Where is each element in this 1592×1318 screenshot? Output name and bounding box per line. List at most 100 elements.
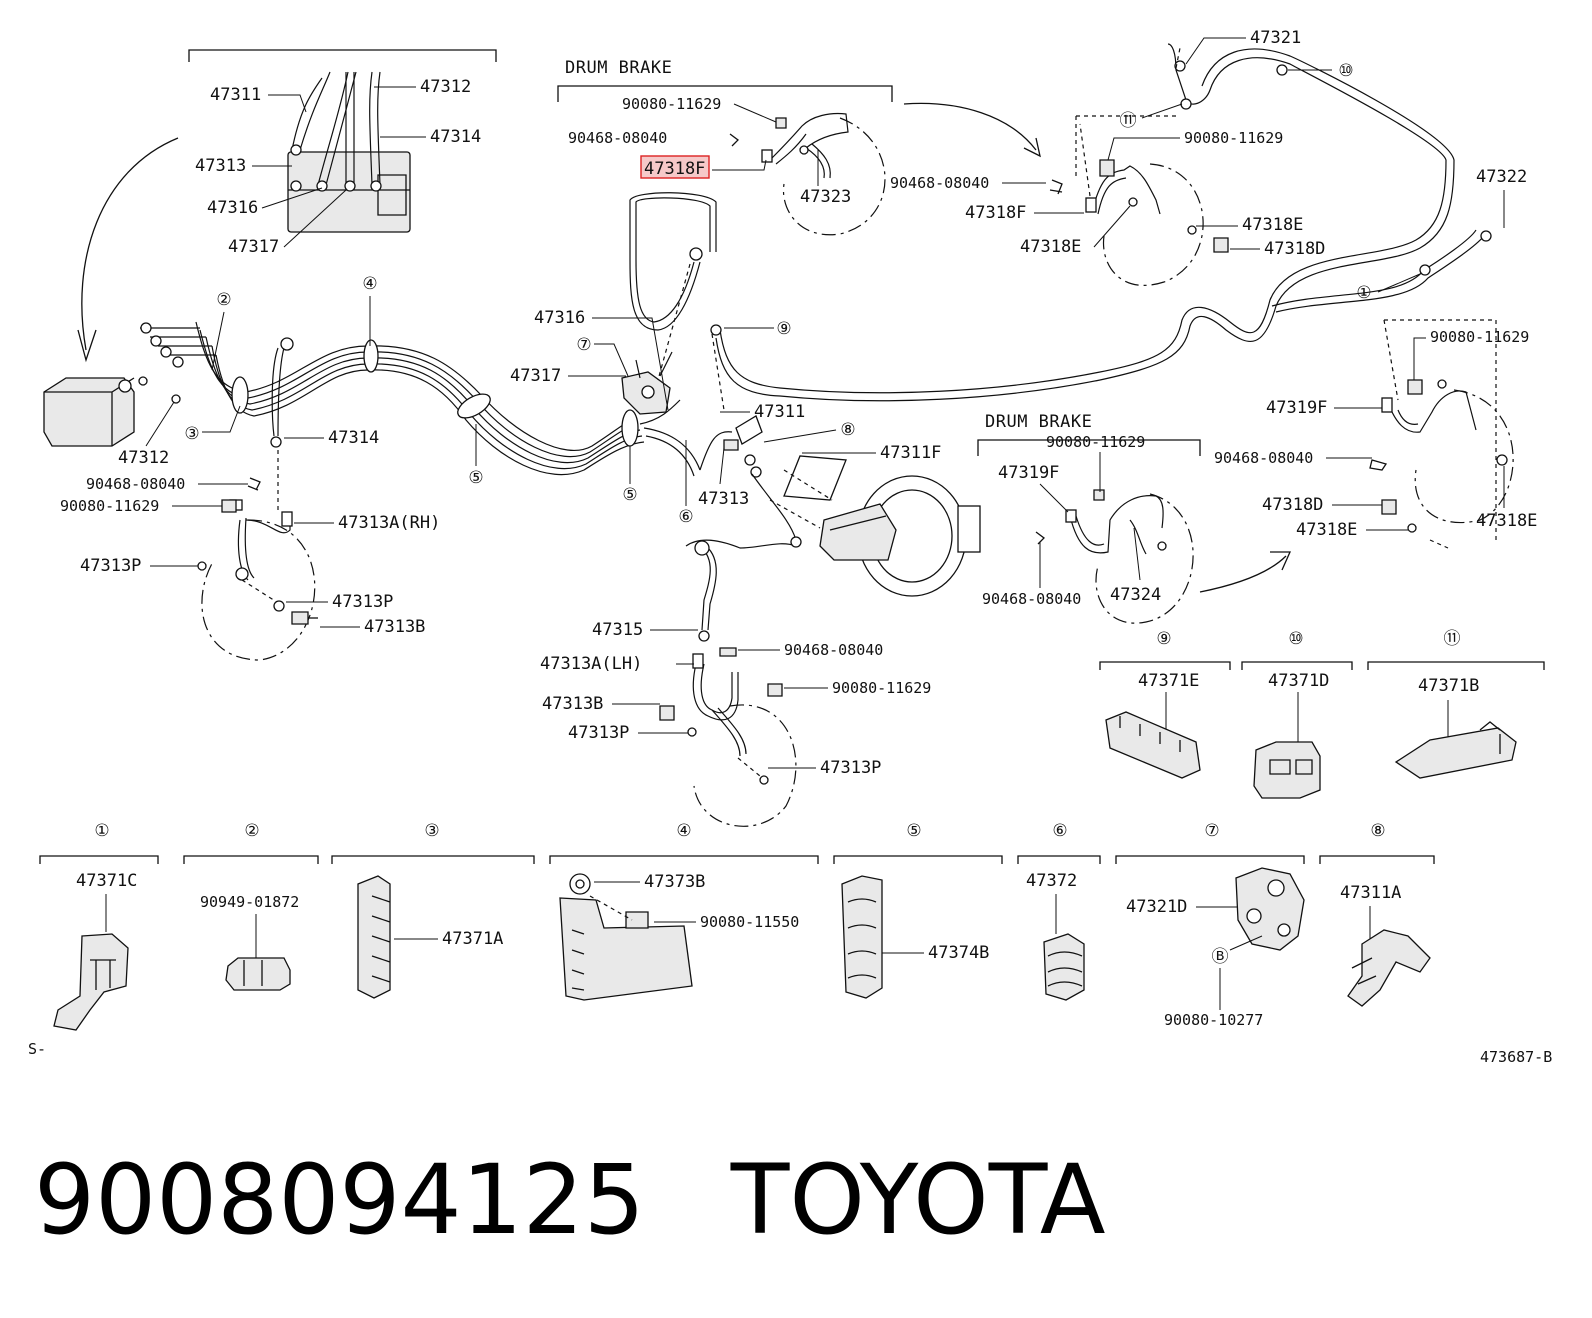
label-47313B-b: 47313B (542, 694, 603, 714)
drum-brake-title-middle: DRUM BRAKE (985, 412, 1092, 432)
label-47313-main: 47313 (698, 489, 749, 509)
callout-7: ⑦ (576, 335, 591, 355)
label-47313: 47313 (195, 156, 246, 176)
front-right-hose-assembly (197, 477, 318, 661)
label-90468-08040-c: 90468-08040 (86, 475, 185, 493)
callout-1-main: ① (1356, 283, 1371, 303)
label-90468-08040-a: 90468-08040 (568, 129, 667, 147)
label-90080-11629-e: 90080-11629 (1046, 433, 1145, 451)
highlight-47318F (640, 155, 710, 179)
rear-left-hose-assembly (1369, 319, 1514, 549)
callout-5-a: ⑤ (468, 468, 483, 488)
label-47374B: 47374B (928, 943, 989, 963)
callout-8-main: ⑧ (840, 420, 855, 440)
callout-2: ② (216, 290, 231, 310)
rear-right-drum (1049, 47, 1229, 286)
callout-10-detail: ⑩ (1288, 629, 1303, 649)
label-47311A: 47311A (1340, 883, 1401, 903)
callout-9-main: ⑨ (776, 319, 791, 339)
label-47318E-b2: 47318E (1242, 215, 1303, 235)
callout-4-detail: ④ (676, 821, 691, 841)
label-47371E: 47371E (1138, 671, 1199, 691)
brake-line-parts-diagram: 47311 47312 47314 47313 47316 47317 (28, 28, 1552, 1066)
label-47311F: 47311F (880, 443, 941, 463)
label-47318D-b: 47318D (1264, 239, 1325, 259)
label-47313P-b: 47313P (332, 592, 393, 612)
label-47371B: 47371B (1418, 676, 1479, 696)
callout-10-main: ⑩ (1338, 61, 1353, 81)
label-90468-08040-f: 90468-08040 (1214, 449, 1313, 467)
callout-3-detail: ③ (424, 821, 439, 841)
label-47312: 47312 (420, 77, 471, 97)
label-90468-08040-e: 90468-08040 (982, 590, 1081, 608)
label-47314-main: 47314 (328, 428, 379, 448)
label-47371C: 47371C (76, 871, 137, 891)
part-number-caption: 9008094125 TOYOTA (34, 1140, 1574, 1260)
label-90468-08040-d: 90468-08040 (784, 641, 883, 659)
label-90468-08040-b: 90468-08040 (890, 174, 989, 192)
callout-5-b: ⑤ (622, 485, 637, 505)
drum-brake-title-top: DRUM BRAKE (565, 58, 672, 78)
callout-9-detail: ⑨ (1156, 629, 1171, 649)
callout-11-detail: ⑪ (1444, 629, 1461, 649)
label-47373B: 47373B (644, 872, 705, 892)
label-47321D: 47321D (1126, 897, 1187, 917)
label-90080-11629-b: 90080-11629 (1184, 129, 1283, 147)
label-47318F-b: 47318F (965, 203, 1026, 223)
part-number: 9008094125 (34, 1144, 645, 1256)
label-90080-11550: 90080-11550 (700, 913, 799, 931)
label-47313P-a: 47313P (80, 556, 141, 576)
callout-3: ③ (184, 424, 199, 444)
brand-name: TOYOTA (730, 1144, 1106, 1256)
label-90080-11629-f: 90080-11629 (1430, 328, 1529, 346)
detail-row-bottom: ① 47371C ② 90949-01872 ③ 47371A ④ 47373B… (39, 821, 1435, 1031)
page-code-left: S- (28, 1040, 46, 1058)
front-left-hose-assembly (659, 539, 797, 827)
label-47319F-a: 47319F (998, 463, 1059, 483)
label-47316-main: 47316 (534, 308, 585, 328)
label-47314: 47314 (430, 127, 481, 147)
label-47311: 47311 (210, 85, 261, 105)
brake-booster (769, 455, 981, 597)
callout-4: ④ (362, 274, 377, 294)
label-90080-11629-a: 90080-11629 (622, 95, 721, 113)
callout-5-detail: ⑤ (906, 821, 921, 841)
callout-2-detail: ② (244, 821, 259, 841)
label-47311-main: 47311 (754, 402, 805, 422)
callout-7-detail: ⑦ (1204, 821, 1219, 841)
label-47371D: 47371D (1268, 671, 1329, 691)
label-47313P-d: 47313P (820, 758, 881, 778)
label-47318F-highlighted: 47318F (644, 159, 705, 179)
label-47318E-c2: 47318E (1476, 511, 1537, 531)
drum-brake-top: DRUM BRAKE (557, 58, 1041, 236)
label-47313A-LH: 47313A(LH) (540, 654, 642, 674)
label-90080-11629-d: 90080-11629 (832, 679, 931, 697)
abs-unit-inset: 47311 47312 47314 47313 47316 47317 (77, 49, 497, 363)
callout-B: Ⓑ (1212, 947, 1229, 967)
rear-left-drum: DRUM BRAKE (977, 412, 1292, 624)
main-brake-pipe-harness (195, 321, 733, 510)
callout-6: ⑥ (678, 507, 693, 527)
label-47318E-c1: 47318E (1296, 520, 1357, 540)
part-labels-main: 47321 47322 90080-11629 90468-08040 4731… (60, 28, 1537, 778)
three-way-junction (621, 263, 802, 548)
callout-11-main: ⑪ (1120, 111, 1137, 131)
label-47318E-b1: 47318E (1020, 237, 1081, 257)
label-47315: 47315 (592, 620, 643, 640)
rear-brake-pipe (629, 43, 1492, 402)
callout-8-detail: ⑧ (1370, 821, 1385, 841)
label-47321: 47321 (1250, 28, 1301, 48)
label-47324: 47324 (1110, 585, 1161, 605)
callout-6-detail: ⑥ (1052, 821, 1067, 841)
callout-1-detail: ① (94, 821, 109, 841)
label-47323: 47323 (800, 187, 851, 207)
label-47371A: 47371A (442, 929, 503, 949)
label-47313P-c: 47313P (568, 723, 629, 743)
label-90949-01872: 90949-01872 (200, 893, 299, 911)
label-47317-main: 47317 (510, 366, 561, 386)
label-47372: 47372 (1026, 871, 1077, 891)
detail-clamps-9-10-11: ⑨ 47371E ⑩ 47371D ⑪ 47371B (1099, 629, 1545, 799)
abs-actuator (43, 322, 216, 447)
label-47322: 47322 (1476, 167, 1527, 187)
label-47317: 47317 (228, 237, 279, 257)
